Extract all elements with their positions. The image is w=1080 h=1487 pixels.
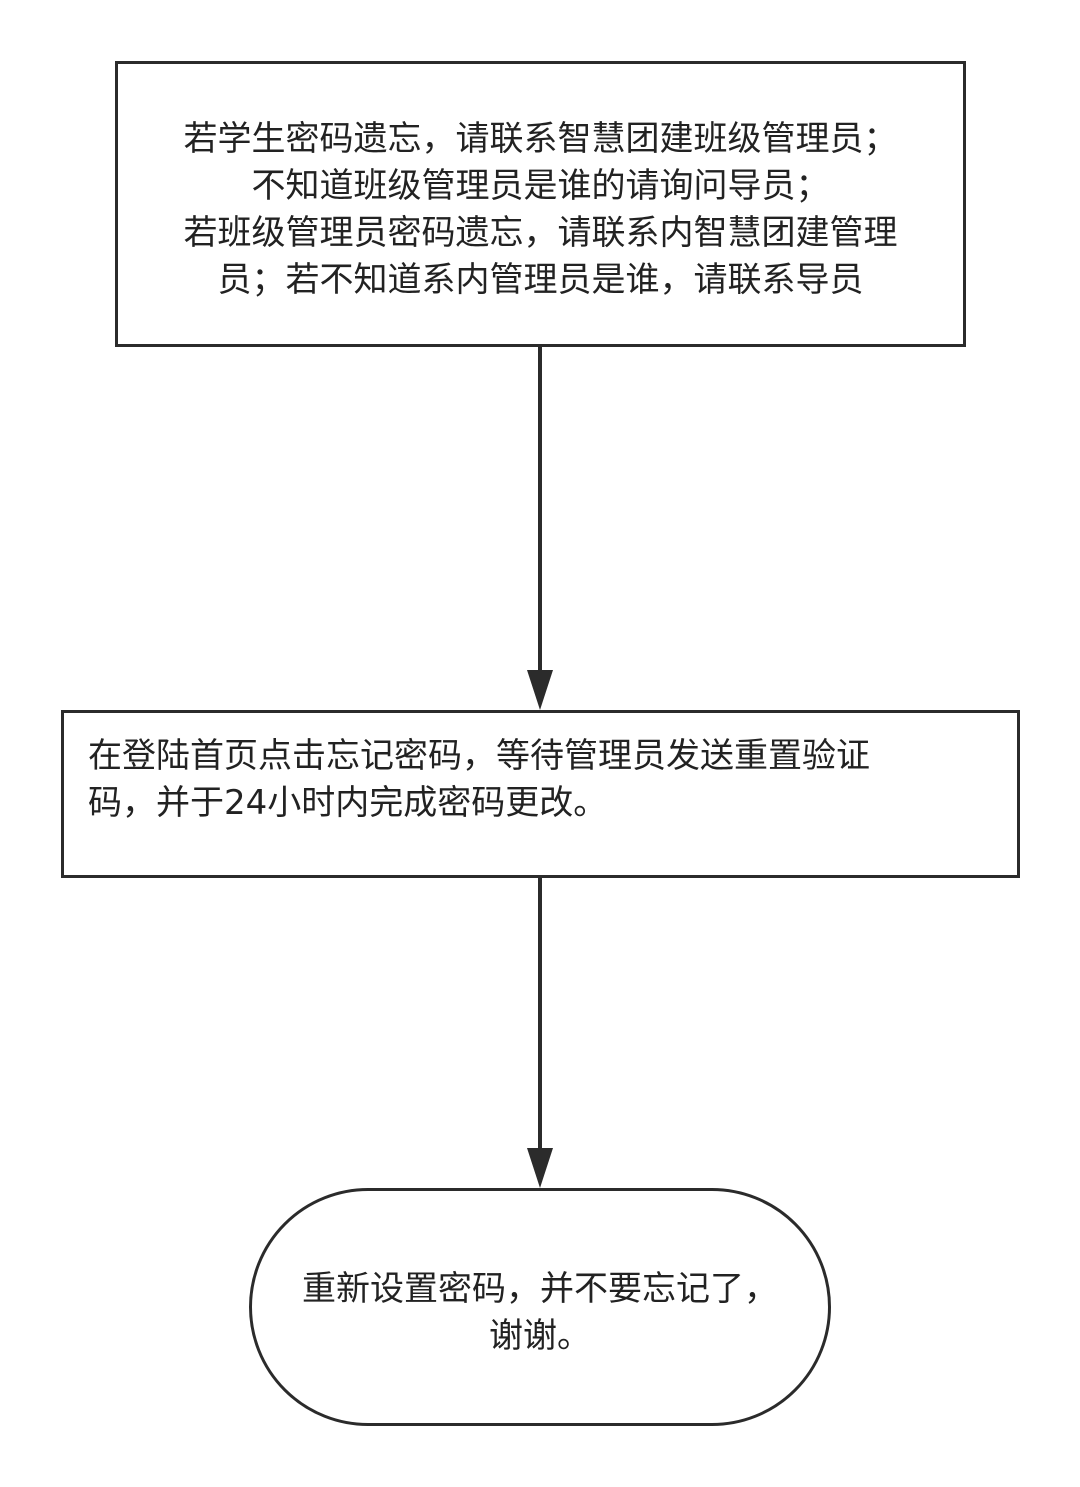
process-step-forgot-password: 在登陆首页点击忘记密码，等待管理员发送重置验证 码，并于24小时内完成密码更改。 [61,710,1020,878]
terminal-step-reset-password: 重新设置密码，并不要忘记了， 谢谢。 [249,1188,831,1426]
step-3-line-2: 谢谢。 [489,1316,591,1356]
step-1-line-4: 员；若不知道系内管理员是谁，请联系导员 [217,260,864,300]
step-1-line-3: 若班级管理员密码遗忘，请联系内智慧团建管理 [183,213,898,253]
step-1-line-2: 不知道班级管理员是谁的请询问导员； [251,166,830,206]
arrowhead-1-2 [527,670,553,710]
step-3-line-1: 重新设置密码，并不要忘记了， [302,1269,778,1309]
step-2-text: 在登陆首页点击忘记密码，等待管理员发送重置验证 码，并于24小时内完成密码更改。 [88,733,957,827]
step-2-line-2: 码，并于24小时内完成密码更改。 [88,783,608,823]
arrowhead-2-3 [527,1148,553,1188]
process-step-contact-admin: 若学生密码遗忘，请联系智慧团建班级管理员； 不知道班级管理员是谁的请询问导员； … [115,61,966,347]
step-1-line-1: 若学生密码遗忘，请联系智慧团建班级管理员； [183,119,898,159]
step-3-text: 重新设置密码，并不要忘记了， 谢谢。 [272,1266,808,1360]
step-2-line-1: 在登陆首页点击忘记密码，等待管理员发送重置验证 [88,736,870,776]
step-1-text: 若学生密码遗忘，请联系智慧团建班级管理员； 不知道班级管理员是谁的请询问导员； … [138,116,943,304]
